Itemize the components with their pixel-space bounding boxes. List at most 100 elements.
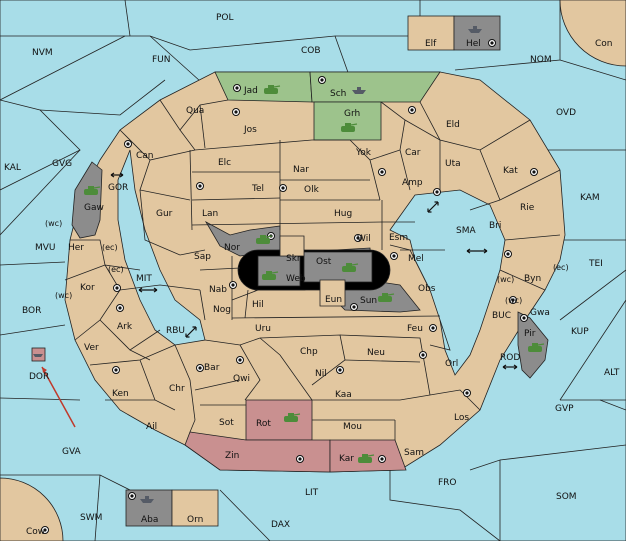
label-uru: Uru [255,324,271,334]
label-ec2: (ec) [108,265,124,274]
sc-kor [113,284,121,292]
inner-sea-west [117,149,206,346]
diagonal-arrow-icon [185,326,197,338]
sc-kat [530,168,538,176]
region-gaw[interactable] [71,161,103,239]
sc-ark [116,304,124,312]
label-wc4: (wc) [505,296,522,305]
label-qua: Qua [186,106,204,116]
order-arrow [41,366,76,428]
label-gvp: GVP [555,404,574,414]
label-can: Can [136,151,154,161]
label-dor: DOR [29,372,49,382]
label-fro: FRO [438,478,457,488]
label-kar: Kar [339,454,354,464]
fleet-unit-icon[interactable] [140,496,154,503]
units [33,26,545,503]
army-unit-icon[interactable] [378,293,395,302]
sc-olk [279,184,287,192]
region-cow[interactable] [0,477,64,541]
sc-eld [408,106,416,114]
label-pol: POL [216,13,234,23]
label-esm: Esm [389,233,408,243]
region-grh[interactable] [313,101,382,141]
label-cob: COB [301,46,321,56]
label-qwi: Qwi [233,374,250,384]
label-kat: Kat [503,166,518,176]
label-web: Web [286,274,306,284]
fleet-unit-icon[interactable] [352,87,366,94]
fleet-unit-icon[interactable] [33,354,43,357]
region-ost-fill[interactable] [303,251,373,283]
label-rod: ROD [500,353,520,363]
label-sap: Sap [194,252,211,262]
army-unit-icon[interactable] [284,413,301,422]
land-borders [64,99,561,440]
label-jad: Jad [243,86,258,96]
double-arrow-icon [502,364,518,370]
army-unit-icon[interactable] [256,235,273,244]
label-nor: Nor [224,243,240,253]
army-unit-icon[interactable] [358,454,375,463]
label-nog: Nog [213,305,231,315]
region-jad[interactable] [214,71,313,103]
label-ec3: (ec) [553,263,569,272]
label-rot: Rot [256,419,271,429]
label-kaa: Kaa [335,390,352,400]
label-fun: FUN [152,55,171,65]
army-unit-icon[interactable] [528,343,545,352]
sc-hel [488,39,496,47]
label-mit: MIT [136,274,152,284]
sea-labels: POL NVM FUN COB NOM Con OVD KAL GVG GOR … [4,13,620,537]
label-ail: Ail [146,422,157,432]
sc-los [463,389,471,397]
sc-aba [128,492,136,500]
army-unit-icon[interactable] [84,186,101,195]
double-arrow-icon [110,172,124,178]
army-unit-icon[interactable] [342,263,359,272]
sc-can [124,140,132,148]
sc-qua [232,108,240,116]
label-skr: Skr [286,254,301,264]
label-nab: Nab [209,285,227,295]
label-kal: KAL [4,163,21,173]
label-feu: Feu [407,324,423,334]
label-neu: Neu [367,348,385,358]
label-hil: Hil [252,300,264,310]
sc-qwi [236,356,244,364]
army-unit-icon[interactable] [341,123,358,132]
sc-feu [429,324,437,332]
region-skr[interactable] [279,235,305,257]
label-ver: Ver [84,343,99,353]
sc-amp [433,188,441,196]
region-elf[interactable] [407,15,455,51]
fleet-unit-icon[interactable] [468,26,482,33]
sc-pir [520,314,528,322]
region-con[interactable] [559,0,626,67]
label-mou: Mou [343,422,362,432]
double-arrow-icon [466,248,488,254]
sc-wil [354,234,362,242]
label-alt: ALT [604,368,620,378]
army-unit-icon[interactable] [262,271,279,280]
label-mvu: MVU [35,243,56,253]
label-kor: Kor [80,283,95,293]
label-olk: Olk [304,185,320,195]
label-byn: Byn [524,274,541,284]
label-ovd: OVD [556,108,576,118]
label-sot: Sot [219,418,234,428]
label-gur: Gur [156,209,173,219]
label-mel: Mel [408,254,424,264]
label-chp: Chp [300,347,318,357]
sc-zin [296,455,304,463]
label-car: Car [405,148,421,158]
army-unit-icon[interactable] [264,85,281,94]
label-los: Los [454,413,469,423]
label-bar: Bar [204,363,220,373]
arrows [41,172,518,428]
label-buc: BUC [492,311,511,321]
region-orn[interactable] [171,489,219,527]
sc-eun [350,303,358,311]
region-eun[interactable] [319,279,346,307]
label-eld: Eld [446,120,460,130]
